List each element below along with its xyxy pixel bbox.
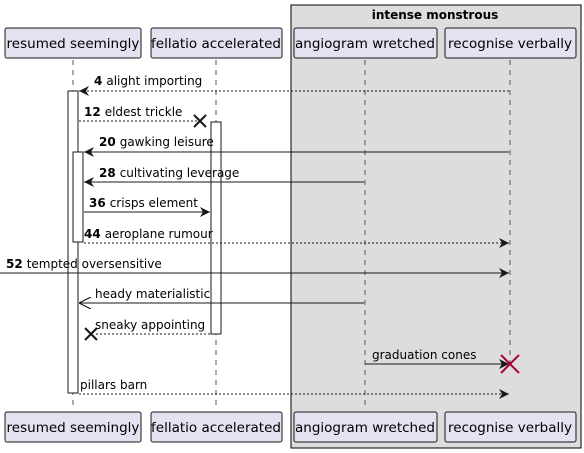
message-pillars-barn: pillars barn — [79, 378, 509, 399]
destroy-x-icon — [500, 354, 520, 374]
participants-bottom: resumed seemingly fellatio accelerated a… — [4, 411, 577, 443]
group-intense-monstrous: intense monstrous — [290, 4, 582, 449]
message-heady-materialistic: heady materialistic — [79, 287, 364, 303]
participant-resumed-seemingly[interactable]: resumed seemingly — [4, 27, 142, 59]
message-graduation-cones: graduation cones — [365, 348, 520, 374]
participant-label: angiogram wretched — [295, 420, 435, 436]
message-label: sneaky appointing — [95, 318, 205, 332]
participants-top: resumed seemingly fellatio accelerated a… — [4, 27, 577, 59]
participant-angiogram-wretched-bottom[interactable]: angiogram wretched — [293, 411, 438, 443]
destroy-x-icon — [193, 114, 207, 128]
participant-label: angiogram wretched — [295, 36, 435, 52]
message-label: graduation cones — [372, 348, 476, 362]
group-label: intense monstrous — [372, 8, 499, 22]
participant-label: resumed seemingly — [7, 420, 140, 436]
participant-label: recognise verbally — [448, 36, 572, 52]
message-label: heady materialistic — [95, 287, 210, 301]
activation-bar — [210, 121, 222, 335]
message-sneaky-appointing: sneaky appointing — [84, 318, 210, 341]
participant-fellatio-accelerated[interactable]: fellatio accelerated — [150, 27, 283, 59]
activations — [67, 90, 222, 394]
participant-label: recognise verbally — [448, 420, 572, 436]
participant-recognise-verbally-bottom[interactable]: recognise verbally — [444, 411, 577, 443]
destroy-x-icon — [84, 327, 98, 341]
participant-recognise-verbally[interactable]: recognise verbally — [444, 27, 577, 59]
group-box — [290, 4, 582, 449]
participant-fellatio-accelerated-bottom[interactable]: fellatio accelerated — [150, 411, 283, 443]
participant-resumed-seemingly-bottom[interactable]: resumed seemingly — [4, 411, 142, 443]
participant-label: fellatio accelerated — [151, 36, 281, 52]
message-label: pillars barn — [80, 378, 147, 392]
activation-bar — [72, 151, 84, 243]
participant-angiogram-wretched[interactable]: angiogram wretched — [293, 27, 438, 59]
participant-label: resumed seemingly — [7, 36, 140, 52]
participant-label: fellatio accelerated — [151, 420, 281, 436]
